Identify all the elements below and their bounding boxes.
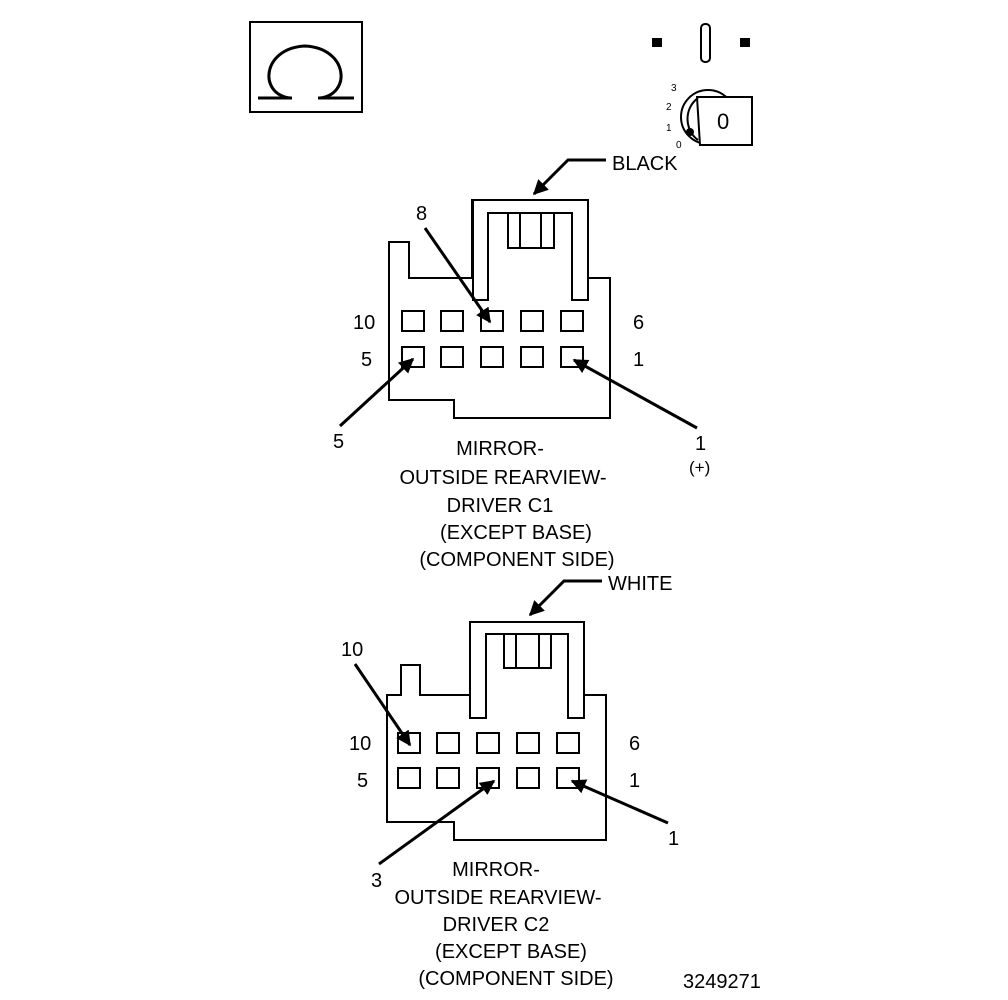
c1-callout-8-arrow: [423, 227, 492, 324]
c1-cavity-row-bottom: [401, 346, 584, 368]
c2-callout-3-arrow: [378, 779, 496, 866]
c1-title-line-5: (COMPONENT SIDE): [419, 549, 614, 571]
c2-title-line-1: MIRROR-: [452, 859, 540, 881]
ignition-position-1: 1: [666, 123, 672, 134]
c1-housing: [388, 199, 611, 419]
c2-title-line-2: OUTSIDE REARVIEW-: [394, 887, 601, 909]
c2-title-line-4: (EXCEPT BASE): [435, 941, 587, 963]
c2-pin-label-5: 5: [357, 770, 368, 792]
c1-cavity-2: [520, 346, 544, 368]
c2-color-leader: [528, 579, 602, 617]
c2-pin-label-1: 1: [629, 770, 640, 792]
c2-cavity-1: [556, 767, 580, 789]
c1-cavity-6: [560, 310, 584, 332]
c2-callout-10-arrow: [353, 663, 412, 747]
c2-title-line-3: DRIVER C2: [443, 914, 550, 936]
c2-cavity-6: [556, 732, 580, 754]
c1-cavity-10: [401, 310, 425, 332]
c1-title-line-1: MIRROR-: [456, 438, 544, 460]
c2-latch: [469, 633, 585, 719]
c1-pin-label-5: 5: [361, 349, 372, 371]
c1-cavity-9: [440, 310, 464, 332]
c2-color-label: WHITE: [608, 573, 672, 595]
ignition-position-0: 0: [676, 140, 682, 151]
c1-cavity-4: [440, 346, 464, 368]
c1-callout-1-arrow: [572, 358, 698, 430]
c2-pin-label-10: 10: [349, 733, 371, 755]
c2-title: MIRROR- OUTSIDE REARVIEW- DRIVER C2 (EXC…: [394, 859, 613, 990]
ignition-key-label: 0: [717, 109, 729, 134]
c1-callout-1: 1: [695, 433, 706, 455]
ohm-meter-icon: [249, 21, 363, 113]
c2-cavity-9: [436, 732, 460, 754]
c1-pin-label-6: 6: [633, 312, 644, 334]
c2-cavity-5: [397, 767, 421, 789]
ignition-position-3: 3: [671, 83, 677, 94]
c1-cavity-5: [401, 346, 425, 368]
c1-pin-label-10: 10: [353, 312, 375, 334]
c2-cavity-4: [436, 767, 460, 789]
connector-c1: BLACK 10 6 5 1 8 5 1 (+): [333, 153, 710, 571]
c1-title: MIRROR- OUTSIDE REARVIEW- DRIVER C1 (EXC…: [399, 438, 614, 571]
c2-cavity-row-bottom: [397, 767, 580, 789]
c1-color-label: BLACK: [612, 153, 678, 175]
c1-title-line-3: DRIVER C1: [447, 495, 554, 517]
c2-cavity-2: [516, 767, 540, 789]
ignition-key-icon: 3 2 1 0 0: [652, 23, 753, 151]
c2-callout-1-arrow: [570, 779, 669, 825]
ignition-position-2: 2: [666, 102, 672, 113]
c2-callout-1: 1: [668, 828, 679, 850]
c1-callout-8: 8: [416, 203, 427, 225]
c1-callout-1-polarity: (+): [689, 458, 710, 477]
c2-housing: [386, 621, 607, 841]
c2-cavity-7: [516, 732, 540, 754]
c1-latch-detail: [507, 213, 555, 249]
c1-cavity-row-top: [401, 310, 584, 332]
figure-number: 3249271: [683, 971, 761, 993]
c1-title-line-2: OUTSIDE REARVIEW-: [399, 467, 606, 489]
c1-cavity-3: [480, 346, 504, 368]
c2-title-line-5: (COMPONENT SIDE): [418, 968, 613, 990]
c2-cavity-8: [476, 732, 500, 754]
c1-title-line-4: (EXCEPT BASE): [440, 522, 592, 544]
c2-latch-detail: [503, 634, 552, 669]
c2-cavity-row-top: [397, 732, 580, 754]
c2-callout-3: 3: [371, 870, 382, 892]
c1-callout-5-arrow: [338, 357, 415, 428]
c2-pin-label-6: 6: [629, 733, 640, 755]
c1-color-leader: [532, 158, 606, 196]
c2-callout-10: 10: [341, 639, 363, 661]
c1-cavity-7: [520, 310, 544, 332]
connector-c2: WHITE 10 6 5 1 10 3 1 MIRROR-: [341, 573, 679, 990]
c1-pin-label-1: 1: [633, 349, 644, 371]
c1-callout-5: 5: [333, 431, 344, 453]
c1-latch: [472, 200, 589, 301]
